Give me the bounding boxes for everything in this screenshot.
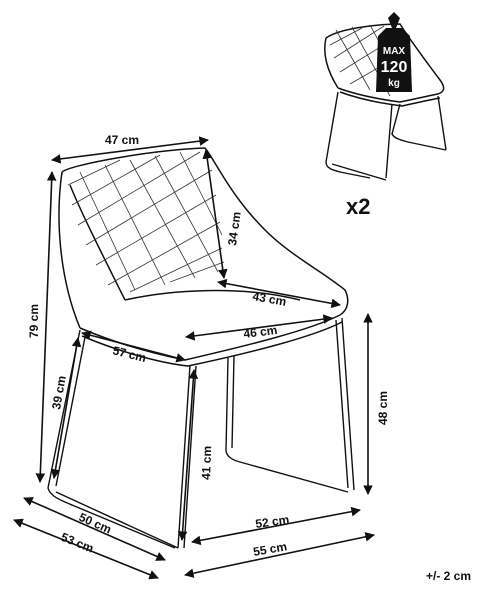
label-base-depth: 55 cm <box>252 539 288 559</box>
label-seat-height-side: 39 cm <box>49 375 69 411</box>
dim-line-seat-width-back <box>81 330 186 363</box>
weight-max-label: MAX <box>383 46 406 57</box>
dim-line-width-top <box>51 136 209 164</box>
dim-line-base-depth <box>184 532 375 578</box>
dim-line-seat-depth-inner <box>217 278 341 309</box>
label-back-height: 34 cm <box>225 211 244 247</box>
weight-value: 120 <box>381 59 408 76</box>
dim-line-total-height <box>35 171 57 483</box>
label-total-height: 79 cm <box>27 304 41 338</box>
quantity-label: x2 <box>346 194 370 219</box>
chair-front-view-icon <box>47 147 355 549</box>
label-base-depth-inner: 52 cm <box>254 512 290 531</box>
label-seat-width-back: 57 cm <box>111 343 147 365</box>
dim-line-leg-height <box>177 369 199 541</box>
tolerance-label: +/- 2 cm <box>426 569 471 583</box>
label-seat-depth-inner: 43 cm <box>251 289 287 309</box>
label-base-width: 53 cm <box>59 530 96 556</box>
label-seat-height: 48 cm <box>376 391 390 425</box>
dim-line-seat-width <box>185 314 333 341</box>
dim-line-back-height <box>202 149 228 279</box>
label-leg-height: 41 cm <box>199 446 214 480</box>
dimension-lines <box>13 136 375 580</box>
label-width-top: 47 cm <box>105 133 139 147</box>
weight-unit: kg <box>388 78 400 89</box>
dimension-labels: 47 cm 34 cm 43 cm 46 cm 79 cm 57 cm 39 c… <box>27 133 390 559</box>
weight-icon: MAX 120 kg <box>376 12 412 92</box>
dim-line-base-width <box>13 518 159 580</box>
chair-thumbnail-icon <box>324 23 447 181</box>
quilt-pattern <box>67 151 225 293</box>
label-seat-width: 46 cm <box>243 323 278 341</box>
sled-base <box>47 317 355 549</box>
dim-line-seat-height-side <box>50 337 82 479</box>
